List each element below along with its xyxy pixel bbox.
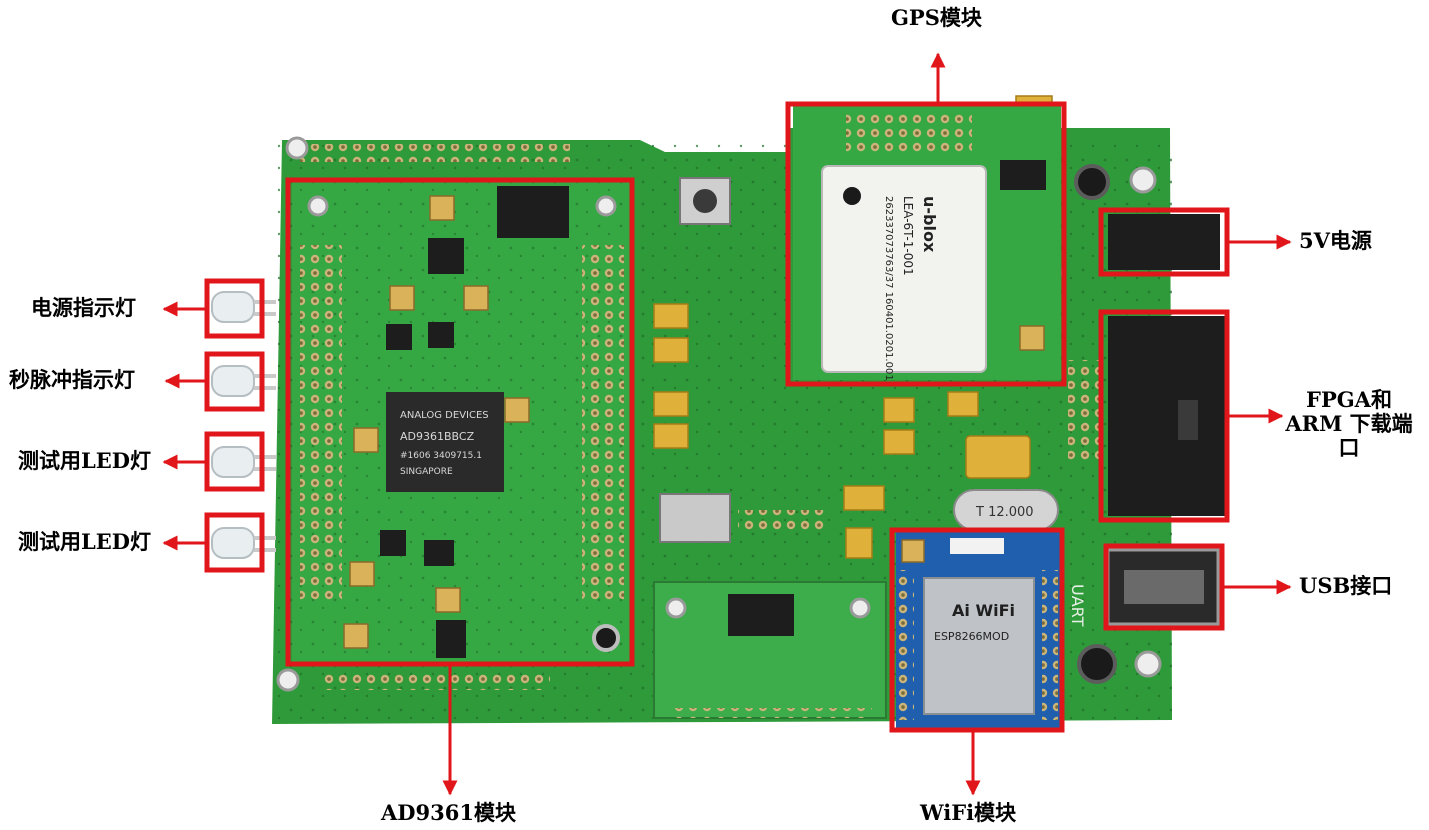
lea6t-module: [821, 165, 987, 373]
usb-port-label: USB接口: [1299, 573, 1393, 598]
jumper-header: [738, 510, 826, 532]
fpga-arm-highlight: [1098, 309, 1230, 523]
gps-brand-text: u-blox: [920, 196, 939, 253]
gps-module: u-blox LEA-6T-1-001 262337073763/37 1604…: [793, 106, 1061, 381]
test-led-2-label: 测试用LED灯: [18, 529, 151, 554]
gps-model-text: LEA-6T-1-001: [901, 196, 915, 276]
power-led: [211, 291, 276, 323]
test-led-1-label: 测试用LED灯: [18, 448, 151, 473]
crystal-text: T 12.000: [975, 505, 1034, 520]
left-pin-header: [300, 245, 342, 600]
highlight-boxes: [204, 101, 1230, 733]
gps-highlight: [785, 101, 1067, 387]
rtc-chip: [728, 594, 794, 636]
right-pin-header: [582, 245, 624, 600]
test-led-2-highlight: [204, 512, 265, 573]
bottom-header: [320, 672, 550, 690]
oscillator: [659, 493, 731, 543]
ad9361-highlight: [285, 177, 635, 667]
gps-module-label: GPS模块: [891, 5, 982, 30]
adi-lot-text: #1606 3409715.1: [400, 451, 482, 461]
ad9361-module-label: AD9361模块: [381, 800, 516, 825]
uart-silk-label: UART: [1068, 584, 1087, 627]
small-ics: [380, 238, 466, 658]
pps-led-label: 秒脉冲指示灯: [9, 367, 135, 392]
mount-hole: [1129, 166, 1157, 194]
gps-code-text: 262337073763/37 160401.0201.001: [883, 196, 894, 381]
ad9361-board: ANALOG DEVICES AD9361BBCZ #1606 3409715.…: [292, 182, 630, 662]
power-5v-label: 5V电源: [1299, 228, 1372, 253]
power-led-label: 电源指示灯: [31, 295, 136, 320]
dc-jack: [1108, 214, 1220, 270]
power-led-highlight: [204, 278, 265, 339]
callout-arrows: [162, 52, 1292, 796]
jtag-header: [1108, 316, 1226, 516]
wifi-model-text: ESP8266MOD: [934, 630, 1009, 643]
wifi-highlight: [889, 527, 1065, 733]
ad9361-chip: [386, 392, 504, 492]
large-cap: [965, 435, 1031, 479]
adi-brand-text: ANALOG DEVICES: [400, 410, 489, 421]
test-led-2: [211, 527, 276, 559]
test-led-1: [211, 446, 276, 478]
pps-led: [211, 365, 276, 397]
adi-part-text: AD9361BBCZ: [400, 430, 475, 443]
mount-hole: [276, 668, 300, 692]
mount-hole: [1134, 650, 1162, 678]
led-group: [211, 291, 276, 559]
usb-highlight: [1103, 543, 1225, 631]
top-header: [300, 144, 570, 162]
power-5v-highlight: [1098, 207, 1230, 277]
rf-shield: [923, 577, 1035, 715]
adi-origin-text: SINGAPORE: [400, 467, 453, 477]
ufl-connectors: [343, 195, 530, 649]
pps-led-highlight: [204, 351, 265, 412]
power-inductor: [497, 186, 569, 238]
mount-hole: [285, 136, 309, 160]
right-connectors: [1106, 214, 1226, 626]
wifi-brand-text: Ai WiFi: [952, 601, 1015, 620]
wifi-module-label: WiFi模块: [920, 800, 1017, 825]
fpga-arm-download-label: FPGA和ARM 下载端口: [1285, 387, 1413, 461]
test-led-1-highlight: [204, 431, 265, 492]
wifi-module: Ai WiFi ESP8266MOD: [896, 532, 1060, 728]
